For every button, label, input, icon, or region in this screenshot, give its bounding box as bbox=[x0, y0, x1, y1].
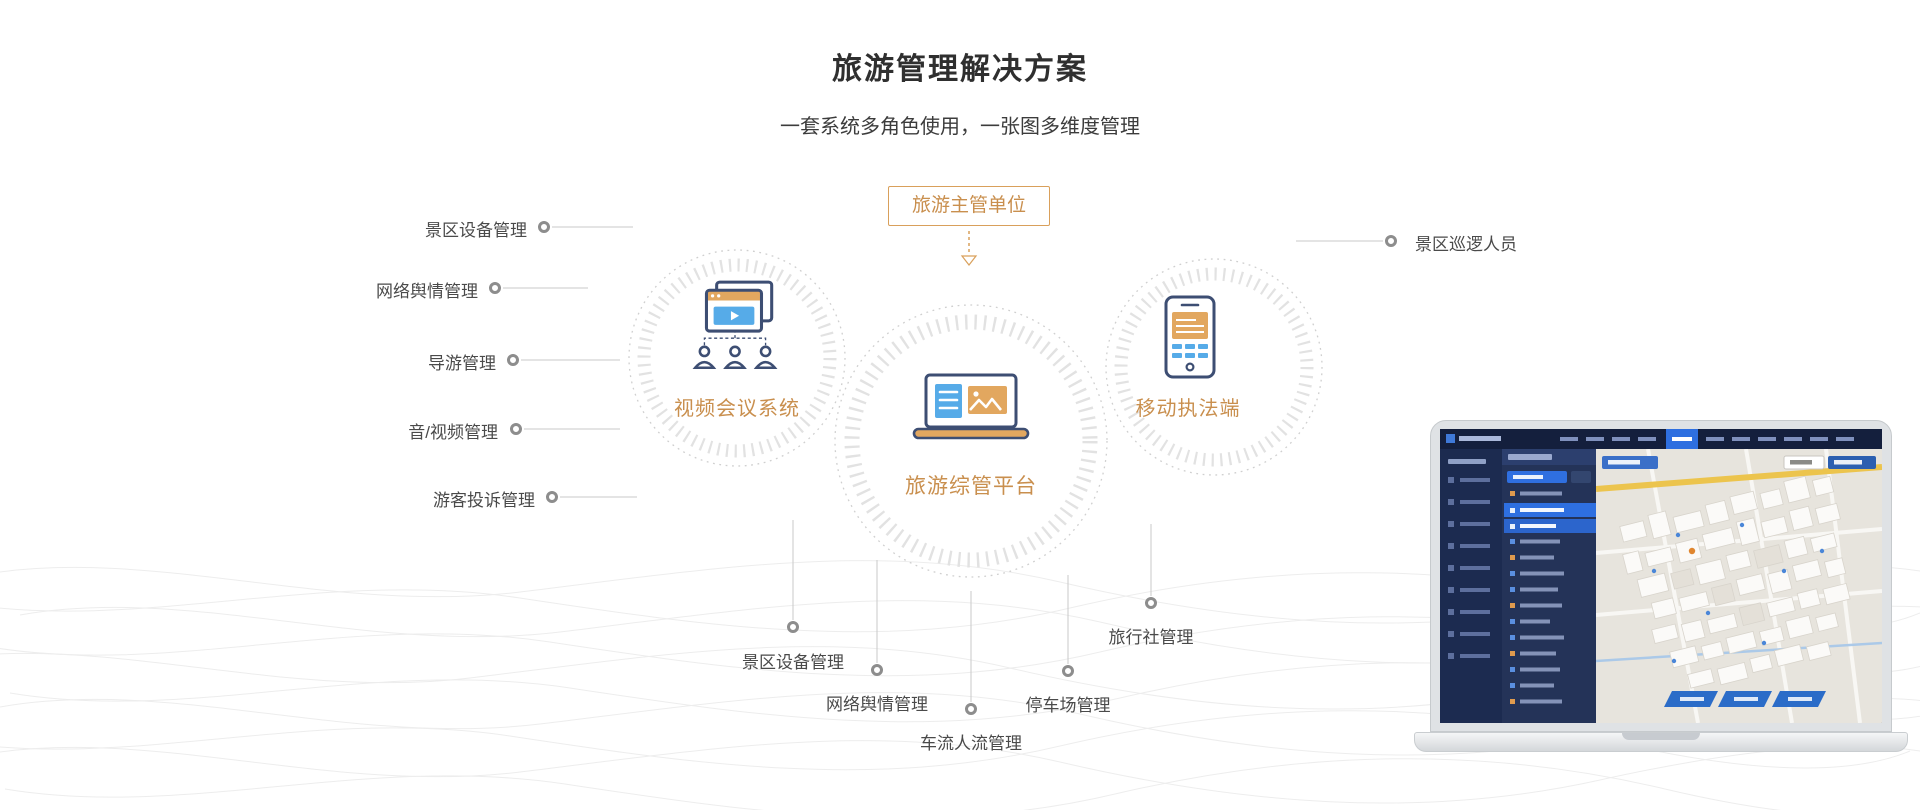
bottom-label-public-opinion: 网络舆情管理 bbox=[826, 695, 928, 714]
mobile-enforcement-icon bbox=[1156, 294, 1224, 382]
map-3d-view bbox=[1596, 449, 1882, 723]
left-label-equipment: 景区设备管理 bbox=[425, 221, 527, 240]
dashboard-preview bbox=[1440, 429, 1882, 723]
arrow-down-icon bbox=[960, 231, 978, 266]
bottom-label-travel-agency: 旅行社管理 bbox=[1108, 628, 1194, 647]
bottom-label-equipment: 景区设备管理 bbox=[742, 653, 844, 672]
left-label-audio-video: 音/视频管理 bbox=[408, 423, 498, 442]
page-title: 旅游管理解决方案 bbox=[832, 53, 1088, 86]
right-label-patrol: 景区巡逻人员 bbox=[1415, 235, 1517, 254]
video-conference-icon bbox=[682, 278, 788, 380]
left-label-complaints: 游客投诉管理 bbox=[433, 491, 535, 510]
ring-platform bbox=[834, 304, 1108, 578]
node-label-platform: 旅游综管平台 bbox=[905, 475, 1037, 498]
left-label-public-opinion: 网络舆情管理 bbox=[376, 282, 478, 301]
dashboard-topbar bbox=[1440, 429, 1882, 449]
left-label-tour-guide: 导游管理 bbox=[428, 354, 496, 373]
management-platform-icon bbox=[906, 372, 1036, 442]
connector-dots bbox=[489, 221, 1397, 715]
ring-video-conference bbox=[628, 249, 846, 467]
laptop-mockup bbox=[1414, 420, 1908, 754]
map-action-buttons bbox=[1664, 691, 1826, 707]
node-label-mobile: 移动执法端 bbox=[1135, 398, 1241, 420]
dashboard-sidebar bbox=[1440, 449, 1502, 723]
connector-lines bbox=[503, 226, 1383, 702]
page-subtitle: 一套系统多角色使用，一张图多维度管理 bbox=[780, 116, 1140, 138]
laptop-base bbox=[1414, 732, 1908, 752]
top-node-tourism-authority: 旅游主管单位 bbox=[888, 186, 1050, 226]
bottom-label-parking: 停车场管理 bbox=[1025, 696, 1111, 715]
bottom-label-traffic-flow: 车流人流管理 bbox=[920, 734, 1022, 753]
laptop-screen bbox=[1430, 420, 1892, 732]
dashboard-panel bbox=[1502, 449, 1596, 723]
node-label-video-conference: 视频会议系统 bbox=[674, 398, 800, 420]
